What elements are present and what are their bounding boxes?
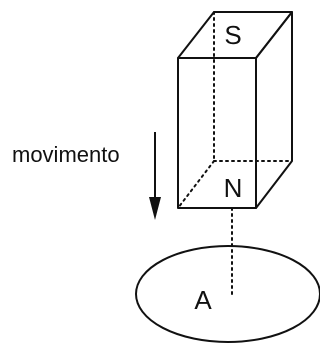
downward-arrow-head [149,197,161,220]
bar-magnet: S N [177,11,293,209]
south-pole-label: S [224,20,241,50]
north-pole-label: N [224,173,243,203]
movement-label: movimento [12,142,120,167]
magnet-front-face [177,57,257,209]
magnet-right-face [255,11,293,209]
ellipse-region [135,245,320,343]
point-a-label: A [194,285,212,315]
hidden-depth-edge [177,160,215,209]
movement-indicator: movimento [12,132,161,220]
